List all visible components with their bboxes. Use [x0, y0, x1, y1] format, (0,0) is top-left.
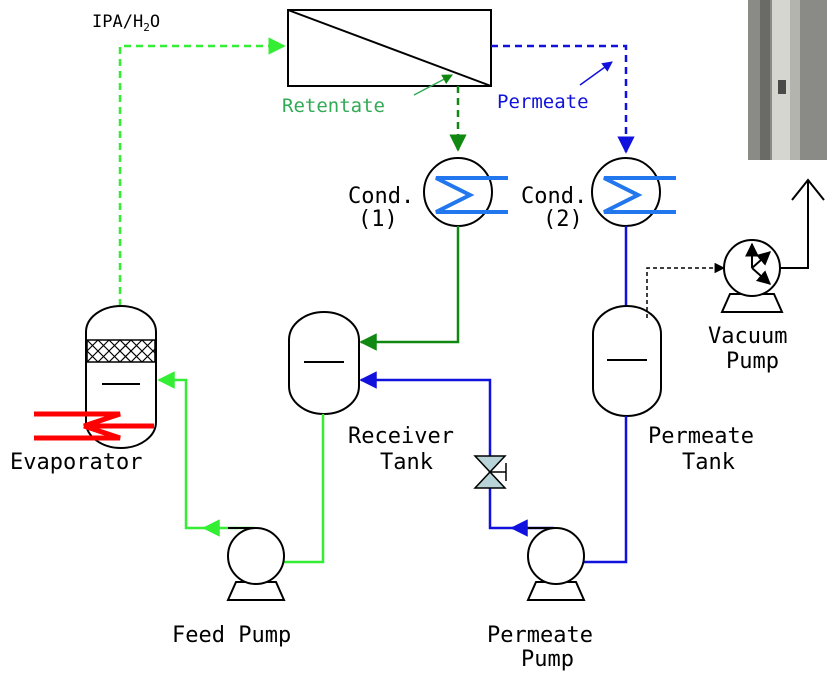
permeate-pointer — [580, 62, 612, 85]
permeate-tank-label-line1: Permeate — [648, 424, 754, 449]
condenser-1 — [424, 158, 508, 226]
photo-fragment — [748, 0, 827, 160]
feed-composition-label: IPA/H2O — [92, 12, 160, 34]
feed-pump-outlet-line — [159, 380, 254, 528]
vacuum-pump-label-line2: Pump — [726, 349, 779, 374]
permeate-pump — [528, 528, 584, 600]
receiver-tank-label-line1: Receiver — [348, 424, 454, 449]
feed-pump — [228, 528, 284, 600]
permeate-pump-label-line2: Pump — [521, 647, 574, 672]
permeate-tank-label-line2: Tank — [682, 450, 735, 475]
vacuum-line — [647, 268, 724, 318]
receiver-tank-label-line2: Tank — [380, 450, 433, 475]
condenser-1-label-line2: (1) — [358, 207, 398, 232]
retentate-label: Retentate — [282, 95, 385, 117]
feed-vapor-line — [120, 46, 284, 306]
vacuum-pump — [722, 240, 782, 312]
condenser-2-label-line2: (2) — [543, 207, 583, 232]
membrane-module — [288, 10, 491, 86]
permeate-tank — [593, 306, 661, 416]
vacuum-pump-label-line1: Vacuum — [708, 324, 787, 349]
valve-icon — [475, 456, 506, 488]
feed-pump-label: Feed Pump — [172, 623, 291, 648]
vacuum-exhaust-line — [780, 180, 808, 268]
permeate-pump-label-line1: Permeate — [487, 623, 593, 648]
retentate-liquid-line — [361, 226, 458, 342]
evaporator-label: Evaporator — [10, 450, 142, 475]
permeate-label: Permeate — [497, 91, 589, 113]
condenser-2 — [592, 158, 676, 226]
receiver-tank — [289, 312, 359, 414]
condenser-1-label-line1: Cond. — [348, 184, 414, 209]
condenser-2-label-line1: Cond. — [521, 184, 587, 209]
